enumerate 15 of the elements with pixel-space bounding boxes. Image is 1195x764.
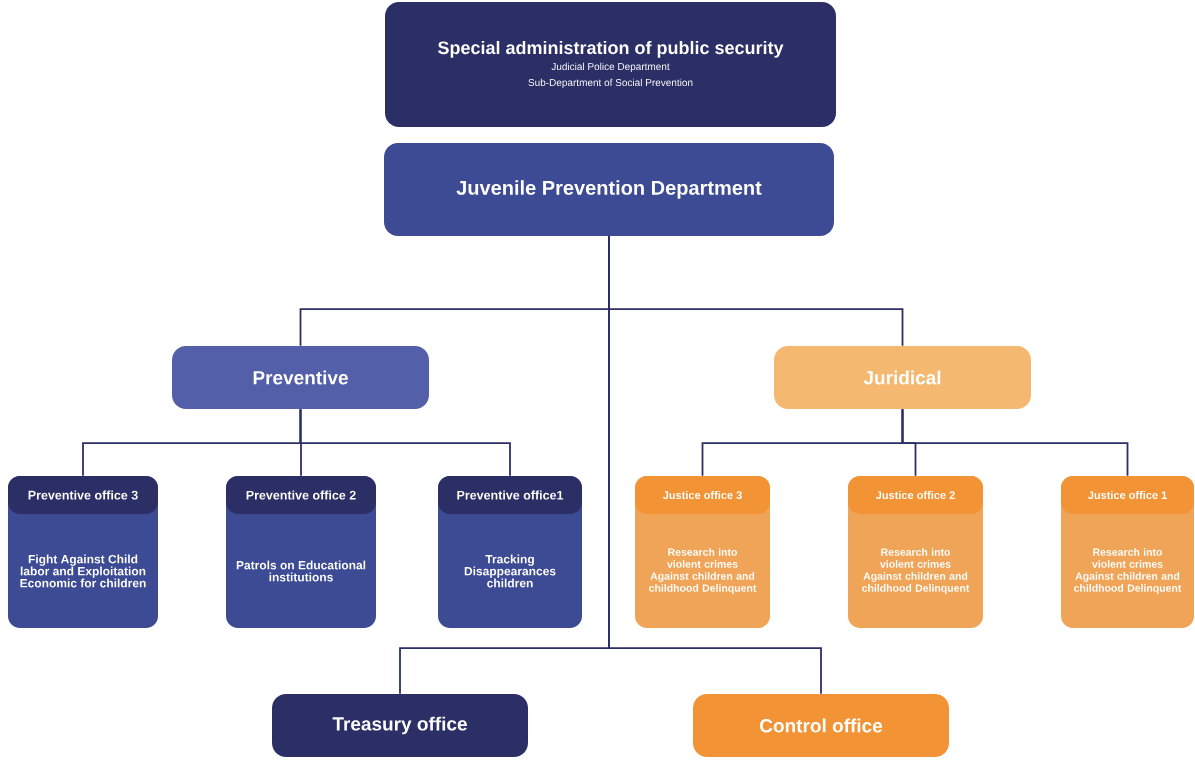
office-card: Justice office 3 Research into violent crimes Against children and childhood Delinquent: [635, 476, 770, 628]
division-box: Preventive: [172, 346, 429, 409]
office-card: Justice office 1 Research into violent crimes Against children and childhood Delinquent: [1061, 476, 1194, 628]
office-card: Preventive office 3 Fight Against Child labor and Exploitation Economic for children: [8, 476, 158, 628]
division-box: Juridical: [774, 346, 1031, 409]
connector-line: [608, 235, 822, 695]
connector-line: [299, 408, 511, 477]
office-card: Preventive office 2 Patrols on Educational institutions: [226, 476, 376, 628]
division-box: Treasury office: [272, 694, 528, 757]
connector-line: [901, 408, 1129, 477]
division-box: Control office: [693, 694, 949, 757]
department-box: Juvenile Prevention Department: [384, 143, 834, 236]
office-card: Preventive office1 Tracking Disappearances children: [438, 476, 582, 628]
header-box: Special administration of public security Judicial Police Department Sub-Department of Social Prevention: [385, 2, 836, 127]
office-card: Justice office 2 Research into violent crimes Against children and childhood Delinquent: [848, 476, 983, 628]
